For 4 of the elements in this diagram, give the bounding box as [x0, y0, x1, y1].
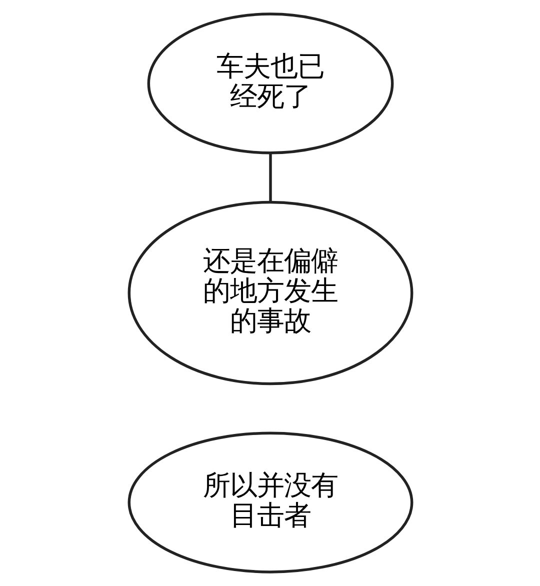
connector [268, 153, 272, 202]
node-ellipse: 车夫也已经死了 [146, 12, 394, 154]
node-ellipse: 还是在偏僻的地方发生的事故 [127, 200, 413, 386]
node-ellipse: 所以并没有目击者 [127, 432, 413, 574]
